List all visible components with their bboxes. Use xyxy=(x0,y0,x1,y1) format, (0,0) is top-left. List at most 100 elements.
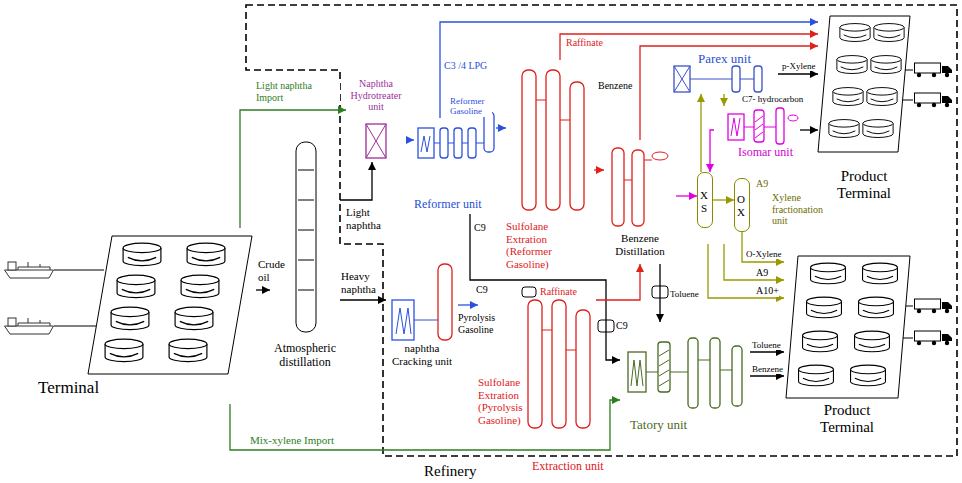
flow-line xyxy=(713,199,734,200)
unit-label: Benzene Distillation xyxy=(604,232,676,257)
stream-label: Toluene xyxy=(670,289,699,299)
tank-truck xyxy=(915,331,953,345)
isomar-piping xyxy=(744,127,776,128)
process-unit: Sulfolane Extration (Pyrolysis Gasoline) xyxy=(478,284,596,456)
extraction-column xyxy=(552,300,566,428)
tank-truck xyxy=(915,93,953,107)
annotation-label: C9 xyxy=(476,284,488,296)
tank-truck xyxy=(915,63,953,77)
flow-line xyxy=(240,110,346,228)
vessel-cross xyxy=(674,66,690,92)
distillation-column xyxy=(612,148,624,226)
stream-label: Toluene xyxy=(752,340,781,350)
stream-label: Light naphtha xyxy=(346,206,386,231)
unit-label: Naphtha Hydrotreater unit xyxy=(346,78,406,113)
tank-farm-outline xyxy=(88,236,252,374)
annotation-label: Refinery xyxy=(424,463,476,480)
flow-line xyxy=(406,139,414,140)
storage-tank xyxy=(799,365,834,386)
tatory-column xyxy=(688,338,698,408)
process-unit: Sulfolane Extration (Reformer Gasoline) xyxy=(506,60,594,276)
stream-label: Benzene xyxy=(752,364,783,374)
tank-farm: Terminal xyxy=(36,228,256,404)
process-unit: Naphtha Hydrotreater unit xyxy=(346,78,406,162)
reactor-cross xyxy=(366,124,386,158)
unit-label: Sulfolane Extration (Reformer Gasoline) xyxy=(506,220,566,271)
annotation-label: C9 xyxy=(616,320,628,332)
storage-tank xyxy=(871,56,901,74)
flow-line xyxy=(778,73,818,74)
stream-label: Crude oil xyxy=(258,258,288,283)
distillation-unit: Atmospheric distillation xyxy=(270,136,340,378)
annotation-label: Extraction unit xyxy=(532,460,604,474)
process-unit: Tatory unit xyxy=(620,322,750,438)
unit-label: Terminal xyxy=(38,378,128,398)
flow-line xyxy=(742,232,784,262)
cracking-furnace xyxy=(392,300,414,340)
distillation-column xyxy=(632,150,644,226)
tatory-column xyxy=(732,346,742,406)
storage-tank xyxy=(105,339,143,361)
extraction-column xyxy=(522,70,536,210)
extraction-piping xyxy=(542,330,576,350)
stream-label: O-Xylene xyxy=(746,249,782,259)
flow-line xyxy=(596,264,640,300)
unit-label: Xylene fractionation unit xyxy=(772,192,836,227)
adsorber-vessel xyxy=(674,66,690,92)
flow-line xyxy=(458,304,478,305)
flow-line xyxy=(340,299,386,300)
distillation-column xyxy=(296,142,316,332)
flow-line xyxy=(710,130,714,172)
flow-line xyxy=(560,34,818,60)
hydrotreater-reactor xyxy=(366,124,386,158)
unit-label: Parex unit xyxy=(698,52,768,67)
storage-tank xyxy=(811,263,846,284)
extraction-column xyxy=(528,300,542,428)
reformer-furnace xyxy=(418,128,434,158)
stream-label: A9 xyxy=(756,267,768,279)
reformer-reactor xyxy=(440,128,448,158)
isomar-column xyxy=(776,108,784,144)
unloading-line xyxy=(54,270,104,326)
process-unit: Benzene Distillation xyxy=(604,140,676,264)
parex-column xyxy=(754,66,762,92)
unit-label: naphtha Cracking unit xyxy=(386,342,458,367)
furnace-coil xyxy=(396,308,411,334)
connector-group xyxy=(230,22,818,450)
unit-label: Reformer unit xyxy=(414,198,496,212)
extraction-column xyxy=(576,310,590,428)
process-unit: Xylene fractionation unitX SO X xyxy=(690,166,840,244)
flow-line xyxy=(700,94,701,172)
storage-tank xyxy=(851,365,886,386)
stream-label: C7- hydrocarbon xyxy=(742,94,803,104)
flow-line xyxy=(594,169,604,170)
isomar-heater xyxy=(728,114,744,140)
catalyst-hatch xyxy=(755,116,763,138)
storage-tank xyxy=(187,243,225,265)
process-unit: Parex unit xyxy=(668,52,778,94)
stream-label: C3 /4 LPG xyxy=(444,60,487,72)
stream-label: Raffinate xyxy=(566,37,603,49)
stream-label: C9 xyxy=(474,222,486,234)
tank-farm: Product Terminal xyxy=(818,14,910,206)
reformer-reactor xyxy=(468,128,476,158)
flow-line xyxy=(800,129,818,130)
splitter-column: X S xyxy=(697,172,713,228)
flow-line xyxy=(750,351,784,352)
process-unit: Reformer unit xyxy=(414,118,496,214)
storage-tank xyxy=(175,307,213,329)
flow-line xyxy=(440,22,818,118)
storage-tank xyxy=(863,120,893,138)
flow-line xyxy=(723,94,724,106)
annotation-label: Raffinate xyxy=(540,286,577,298)
parex-column xyxy=(732,66,740,92)
unit-label: Product Terminal xyxy=(800,402,894,437)
storage-tank xyxy=(169,339,207,361)
extraction-column xyxy=(546,70,560,210)
flow-line xyxy=(750,375,784,376)
loading-line xyxy=(903,70,913,100)
flow-line xyxy=(230,400,620,450)
